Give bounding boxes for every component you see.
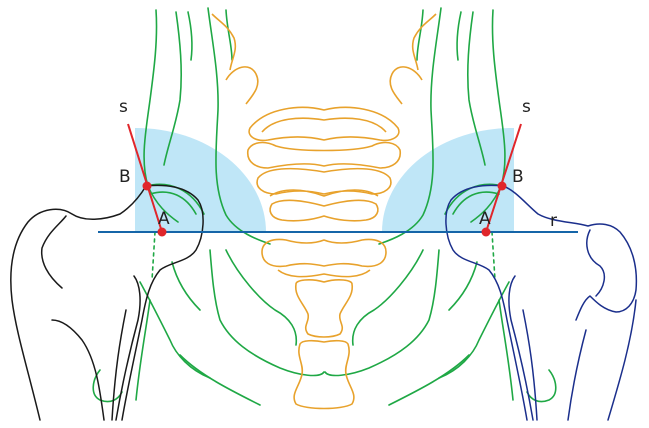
left-angle-sector (135, 127, 266, 232)
left-a-label: A (158, 209, 170, 229)
sacrum-vertebrae (211, 13, 437, 410)
right-s-label: s (522, 97, 531, 117)
right-s-line (485, 123, 522, 233)
right-b-label: B (512, 167, 524, 187)
left-b-label: B (119, 167, 131, 187)
baseline-r-label: r (550, 211, 557, 231)
right-angle-sector (382, 127, 514, 232)
right-point-b (497, 181, 507, 191)
left-s-label: s (119, 97, 128, 117)
left-point-a (157, 227, 167, 237)
left-s-line (127, 123, 163, 233)
right-a-label: A (479, 209, 491, 229)
left-femur (10, 184, 204, 421)
right-point-a (481, 227, 491, 237)
right-femur (445, 184, 638, 421)
left-point-b (142, 181, 152, 191)
